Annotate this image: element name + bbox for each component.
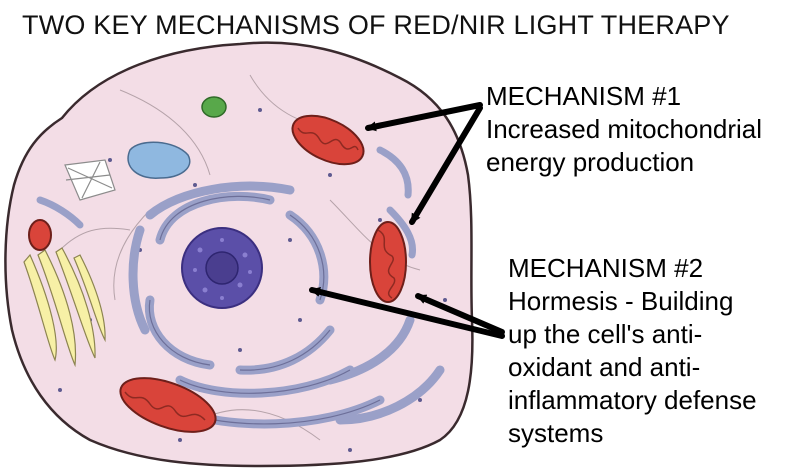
mechanism-2-line-5: systems [508, 418, 604, 448]
nucleus [181, 227, 263, 309]
mitochondrion-4 [28, 219, 52, 251]
mitochondrion-3 [119, 377, 217, 433]
mechanism-2-label: MECHANISM #2 Hormesis - Building up the … [508, 252, 757, 450]
mechanism-2-line-2: up the cell's anti- [508, 319, 703, 349]
mechanism-2-line-1: Hormesis - Building [508, 286, 734, 316]
arrows [309, 102, 505, 339]
arrow-icon [409, 105, 483, 225]
mechanism-1-label: MECHANISM #1 Increased mitochondrial ene… [486, 80, 762, 179]
golgi-apparatus [23, 247, 106, 368]
mechanism-2-heading: MECHANISM #2 [508, 253, 704, 283]
smooth-er [36, 146, 417, 259]
mitochondrion-1 [291, 114, 365, 166]
mechanism-2-line-3: oxidant and anti- [508, 352, 701, 382]
mechanism-2-line-4: inflammatory defense [508, 385, 757, 415]
mechanism-1-heading: MECHANISM #1 [486, 81, 682, 111]
mitochondrion-2 [369, 221, 407, 303]
peroxisome [201, 96, 227, 118]
arrow-icon [309, 287, 505, 339]
centriole [64, 159, 116, 201]
mechanism-1-line-2: energy production [486, 147, 695, 177]
mitochondria [28, 114, 407, 433]
vacuole [127, 141, 191, 179]
diagram-title: TWO KEY MECHANISMS OF RED/NIR LIGHT THER… [22, 10, 730, 40]
arrow-icon [365, 102, 483, 132]
arrow-icon [415, 293, 505, 335]
mechanism-1-line-1: Increased mitochondrial [486, 114, 763, 144]
